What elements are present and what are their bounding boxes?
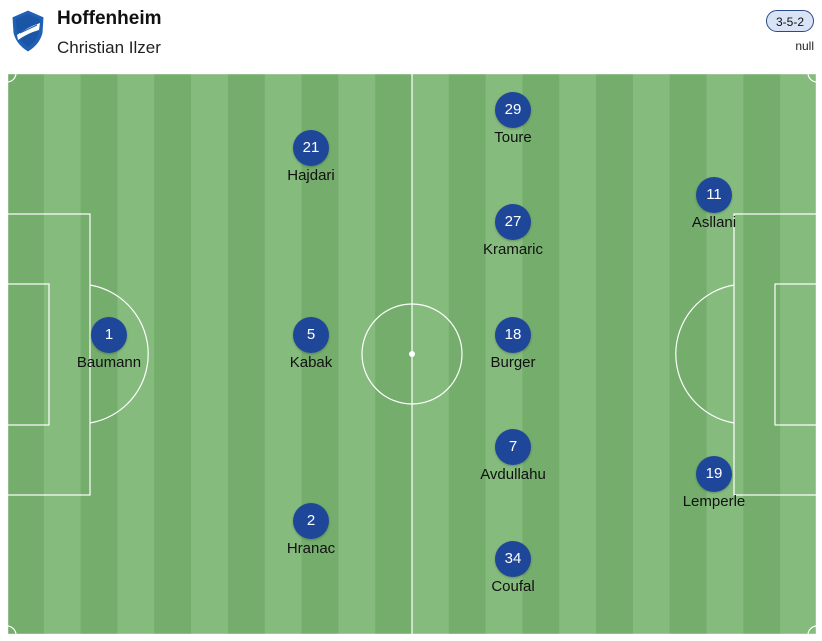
player-def-2[interactable]: 5 Kabak — [261, 317, 361, 371]
pitch-stripe — [80, 73, 118, 635]
player-number: 2 — [293, 503, 329, 539]
player-number: 19 — [696, 456, 732, 492]
pitch-stripe — [780, 73, 817, 635]
player-number: 21 — [293, 130, 329, 166]
player-gk[interactable]: 1 Baumann — [59, 317, 159, 371]
pitch-stripe — [375, 73, 413, 635]
player-mid-3[interactable]: 18 Burger — [463, 317, 563, 371]
pitch-stripe — [191, 73, 229, 635]
player-name: Burger — [490, 354, 536, 371]
player-number: 7 — [495, 429, 531, 465]
player-number: 29 — [495, 92, 531, 128]
player-name: Hranac — [286, 540, 336, 557]
coach-name: Christian Ilzer — [57, 38, 161, 57]
player-name: Kramaric — [482, 241, 543, 258]
player-name: Kabak — [289, 354, 333, 371]
pitch-stripe — [7, 73, 45, 635]
player-mid-1[interactable]: 29 Toure — [463, 92, 563, 146]
player-name: Coufal — [491, 578, 535, 595]
pitch-stripe — [412, 73, 450, 635]
player-name: Avdullahu — [480, 466, 546, 483]
pitch-stripe — [559, 73, 597, 635]
meta-label: null — [795, 39, 814, 53]
pitch-field — [7, 73, 817, 635]
pitch-stripe — [706, 73, 744, 635]
pitch: 1 Baumann 21 Hajdari 5 Kabak 2 Hranac 29… — [7, 73, 817, 635]
pitch-stripe — [227, 73, 266, 635]
player-mid-5[interactable]: 34 Coufal — [463, 541, 563, 595]
player-mid-4[interactable]: 7 Avdullahu — [463, 429, 563, 483]
player-name: Asllani — [691, 214, 737, 231]
player-name: Baumann — [76, 354, 142, 371]
pitch-stripe — [301, 73, 339, 635]
pitch-stripe — [338, 73, 376, 635]
player-name: Toure — [494, 129, 532, 146]
formation-badge[interactable]: 3-5-2 — [765, 10, 814, 32]
player-number: 5 — [293, 317, 329, 353]
team-name: Hoffenheim — [57, 8, 162, 29]
player-def-1[interactable]: 21 Hajdari — [261, 130, 361, 184]
player-number: 27 — [495, 204, 531, 240]
player-number: 18 — [495, 317, 531, 353]
pitch-stripe — [154, 73, 192, 635]
player-fwd-2[interactable]: 19 Lemperle — [664, 456, 764, 510]
player-number: 34 — [495, 541, 531, 577]
player-name: Hajdari — [287, 167, 335, 184]
pitch-stripe — [43, 73, 82, 635]
player-number: 1 — [91, 317, 127, 353]
team-header: Hoffenheim Christian Ilzer 3-5-2 null — [0, 0, 822, 72]
pitch-stripe — [448, 73, 487, 635]
player-number: 11 — [696, 177, 732, 213]
pitch-stripe — [596, 73, 634, 635]
pitch-stripe — [264, 73, 303, 635]
player-name: Lemperle — [682, 493, 746, 510]
player-def-3[interactable]: 2 Hranac — [261, 503, 361, 557]
tsg-hoffenheim-crest-icon — [11, 9, 45, 53]
pitch-stripe — [632, 73, 671, 635]
player-mid-2[interactable]: 27 Kramaric — [463, 204, 563, 258]
pitch-stripe — [522, 73, 560, 635]
player-fwd-1[interactable]: 11 Asllani — [664, 177, 764, 231]
